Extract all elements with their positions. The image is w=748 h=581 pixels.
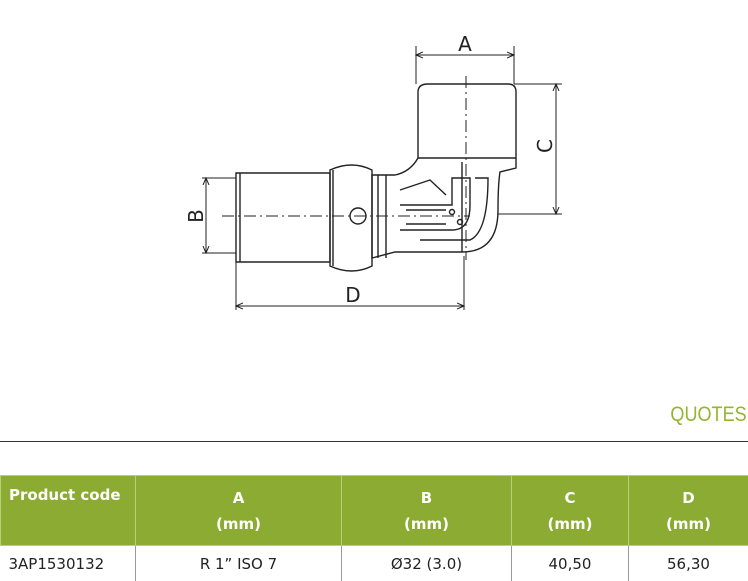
header-label: B — [342, 485, 511, 511]
dimension-label-b: B — [184, 209, 208, 223]
fitting-body — [372, 84, 516, 258]
table-header-row: Product code A (mm) B (mm) C (mm) D (mm) — [1, 476, 748, 546]
header-label: C — [512, 485, 628, 511]
header-d: D (mm) — [629, 476, 748, 546]
header-label: D — [629, 485, 748, 511]
header-product-code: Product code — [1, 476, 136, 546]
dimension-label-a: A — [458, 32, 472, 56]
header-a: A (mm) — [136, 476, 342, 546]
dimension-label-d: D — [345, 283, 360, 307]
section-title: QUOTES — [671, 403, 747, 427]
header-label: Product code — [9, 486, 121, 504]
header-unit: (mm) — [136, 511, 341, 537]
dimension-label-c: C — [533, 139, 557, 153]
header-c: C (mm) — [512, 476, 629, 546]
header-label: A — [136, 485, 341, 511]
press-sleeve — [236, 173, 330, 262]
header-unit: (mm) — [629, 511, 748, 537]
header-unit: (mm) — [512, 511, 628, 537]
header-unit: (mm) — [342, 511, 511, 537]
header-b: B (mm) — [342, 476, 512, 546]
title-divider — [0, 441, 748, 442]
dimensions-table: Product code A (mm) B (mm) C (mm) D (mm)… — [0, 475, 748, 581]
fitting-technical-drawing: A C B D — [0, 0, 748, 400]
